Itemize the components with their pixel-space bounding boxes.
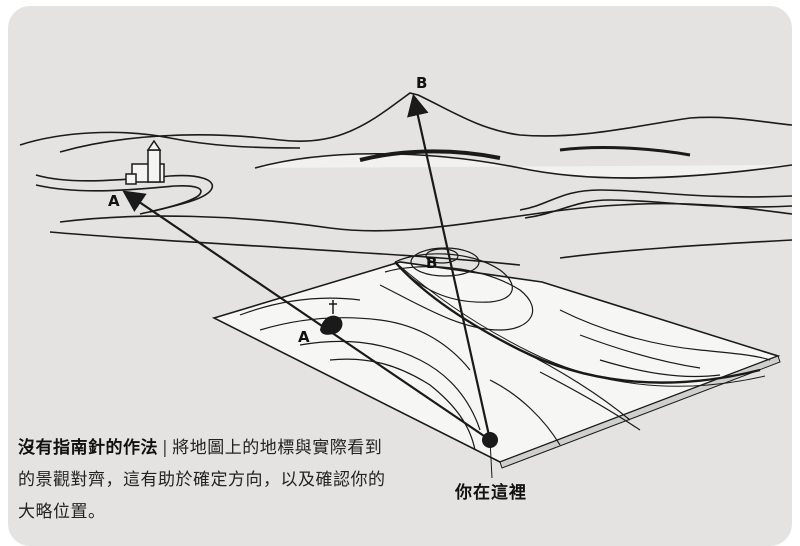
left-hill [19, 131, 301, 149]
sight-line-a [122, 190, 491, 441]
illustration-card: B A B A [8, 6, 792, 546]
topographic-map [211, 247, 781, 469]
river-bank [524, 199, 792, 219]
caption: 沒有指南針的作法|將地圖上的地標與實際看到的景觀對齊，這有助於確定方向，以及確認… [18, 432, 398, 528]
church-map-icon [320, 315, 343, 335]
map-sheet [211, 261, 781, 463]
label-map-a: A [298, 328, 310, 346]
caption-title: 沒有指南針的作法 [18, 438, 158, 458]
you-are-here-label: 你在這裡 [455, 483, 527, 503]
right-shore [559, 239, 792, 259]
mountain-ridge [59, 92, 792, 153]
shoreline [49, 231, 521, 266]
lake-shore [254, 152, 792, 179]
label-peak-b: B [416, 74, 427, 92]
orientation-illustration: B A B A [19, 74, 792, 479]
landscape [19, 92, 792, 266]
sight-line-b [407, 93, 492, 441]
church-landmark [125, 139, 165, 185]
you-are-here-dot [482, 432, 498, 448]
road-left [35, 174, 214, 215]
river [519, 189, 792, 211]
caption-separator: | [162, 438, 169, 458]
label-church-a: A [108, 192, 120, 210]
label-map-b: B [426, 254, 437, 272]
road-left-2 [35, 184, 202, 213]
hill-shadow-2 [559, 146, 691, 157]
caption-body: 將地圖上的地標與實際看到的景觀對齊，這有助於確定方向，以及確認你的大略位置。 [18, 438, 386, 522]
